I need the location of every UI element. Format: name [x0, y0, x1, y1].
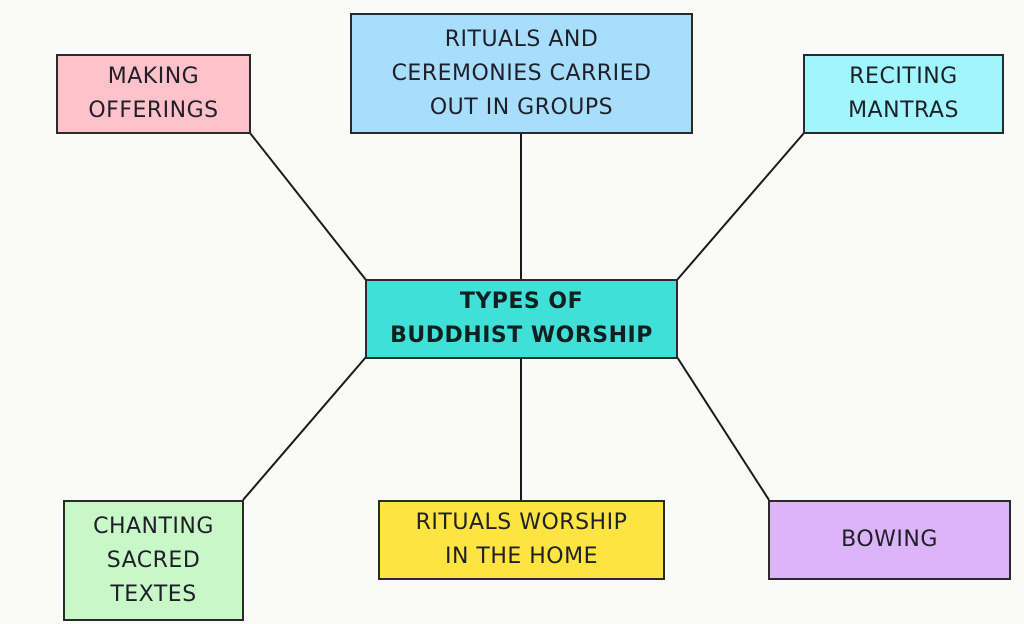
node-line: RECITING: [849, 64, 958, 89]
center-line: TYPES OF: [459, 289, 584, 314]
node-rituals-home: RITUALS WORSHIP IN THE HOME: [378, 500, 665, 580]
node-line: BOWING: [841, 527, 938, 552]
node-line: SACRED: [106, 547, 201, 573]
edge-making-offerings: [249, 132, 367, 281]
node-line: CHANTING: [93, 513, 214, 539]
node-making-offerings: MAKING OFFERINGS: [56, 54, 251, 134]
edge-chanting-texts: [242, 356, 367, 501]
node-line: RITUALS AND: [444, 26, 599, 52]
center-node: TYPES OF BUDDHIST WORSHIP: [365, 279, 678, 359]
node-line: MAKING: [107, 64, 200, 89]
node-line: OUT IN GROUPS: [429, 94, 614, 120]
node-line: OFFERINGS: [88, 98, 219, 123]
node-line: RITUALS WORSHIP: [415, 510, 628, 535]
edge-bowing: [676, 356, 770, 501]
node-line: IN THE HOME: [444, 544, 599, 569]
node-line: CEREMONIES CARRIED: [391, 60, 652, 86]
edge-reciting-mantras: [676, 132, 805, 281]
node-line: MANTRAS: [848, 98, 959, 123]
center-line: BUDDHIST WORSHIP: [390, 323, 653, 348]
node-chanting-texts: CHANTING SACRED TEXTES: [63, 500, 244, 621]
node-line: TEXTES: [110, 581, 197, 607]
node-reciting-mantras: RECITING MANTRAS: [803, 54, 1004, 134]
node-bowing: BOWING: [768, 500, 1011, 580]
node-rituals-groups: RITUALS AND CEREMONIES CARRIED OUT IN GR…: [350, 13, 693, 134]
